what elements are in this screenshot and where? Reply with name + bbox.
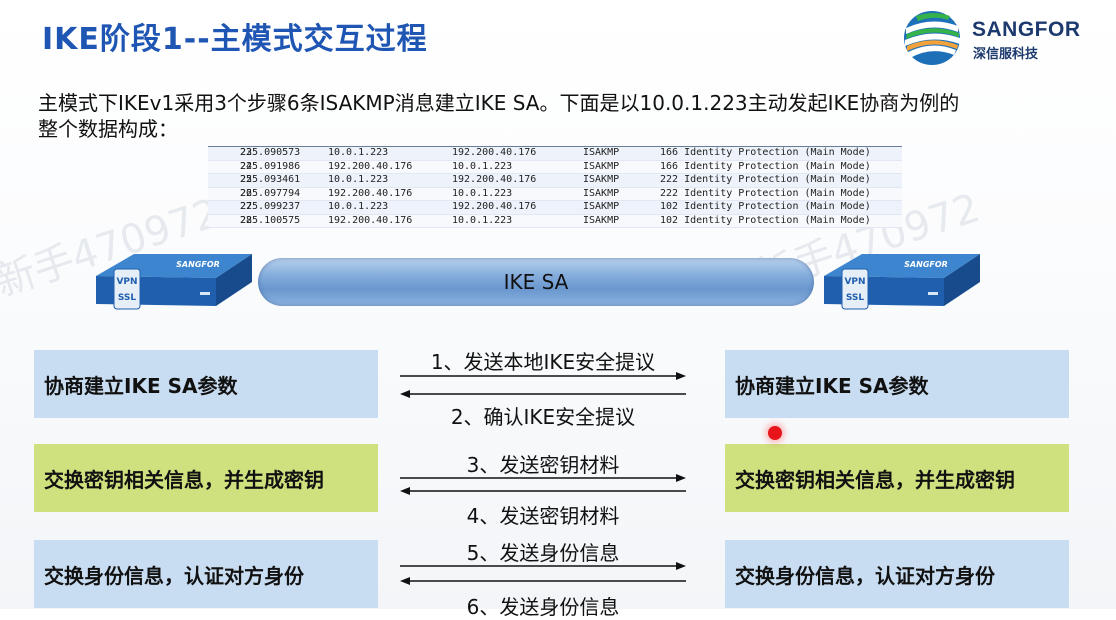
device-badge-bottom: SSL: [118, 293, 137, 303]
message-5: 5、发送身份信息: [466, 541, 620, 565]
message-6: 6、发送身份信息: [466, 595, 620, 619]
logo-subtitle: 深信服科技: [973, 47, 1039, 62]
right-step-2-box: 交换密钥相关信息，并生成密钥: [725, 444, 1069, 512]
intro-line-2: 整个数据构成：: [38, 117, 178, 141]
message-4: 4、发送密钥材料: [466, 504, 620, 528]
device-badge-top: VPN: [844, 277, 865, 287]
arrow-left-icon: [400, 487, 686, 495]
message-2: 2、确认IKE安全提议: [450, 405, 636, 429]
arrow-right-icon: [400, 562, 686, 570]
arrow-left-icon: [400, 390, 686, 398]
vpn-device-icon: VPN SSL SANGFOR: [96, 254, 252, 310]
sangfor-logo: SANGFOR 深信服科技: [902, 8, 1102, 72]
vpn-device-left: VPN SSL SANGFOR: [94, 246, 254, 316]
vpn-device-right: VPN SSL SANGFOR: [822, 246, 982, 316]
device-brand: SANGFOR: [904, 260, 948, 269]
message-1: 1、发送本地IKE安全提议: [430, 350, 656, 374]
intro-line-1: 主模式下IKEv1采用3个步骤6条ISAKMP消息建立IKE SA。下面是以10…: [38, 91, 960, 115]
tunnel-label: IKE SA: [503, 270, 569, 294]
right-step-3-box: 交换身份信息，认证对方身份: [725, 540, 1069, 608]
slide-title: IKE阶段1--主模式交互过程: [42, 22, 428, 57]
left-step-1-box: 协商建立IKE SA参数: [34, 350, 378, 418]
left-step-2-box: 交换密钥相关信息，并生成密钥: [34, 444, 378, 512]
right-step-1-box: 协商建立IKE SA参数: [725, 350, 1069, 418]
device-badge-bottom: SSL: [846, 293, 865, 303]
pointer-dot-icon: [768, 426, 782, 440]
message-3: 3、发送密钥材料: [466, 453, 620, 477]
device-brand: SANGFOR: [176, 260, 220, 269]
arrow-right-icon: [400, 372, 686, 380]
vpn-device-icon: VPN SSL SANGFOR: [824, 254, 980, 310]
arrow-right-icon: [400, 474, 686, 482]
intro-text: 主模式下IKEv1采用3个步骤6条ISAKMP消息建立IKE SA。下面是以10…: [38, 90, 1078, 142]
left-step-3-box: 交换身份信息，认证对方身份: [34, 540, 378, 608]
device-badge-top: VPN: [116, 277, 137, 287]
arrow-left-icon: [400, 577, 686, 585]
sangfor-logo-icon: [904, 11, 960, 65]
logo-name: SANGFOR: [972, 18, 1081, 41]
ike-sa-tunnel: IKE SA: [258, 258, 814, 306]
